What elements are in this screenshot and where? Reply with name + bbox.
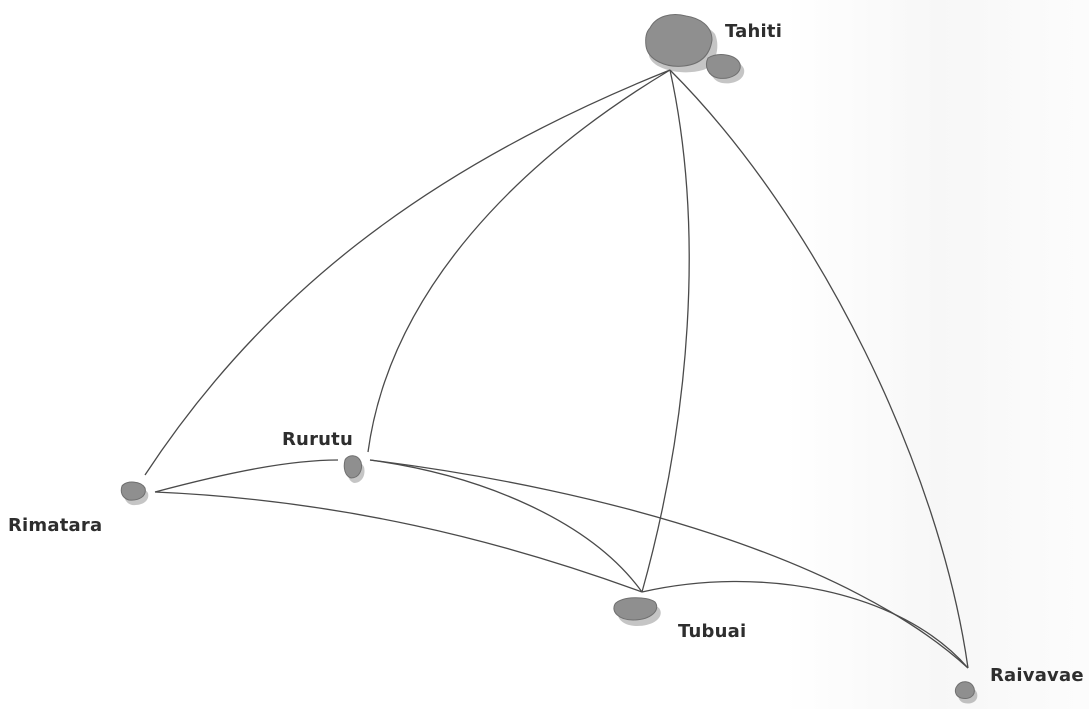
route-rurutu-raivavae [369,459,969,669]
label-tahiti: Tahiti [725,21,783,42]
route-rurutu-tubuai [369,459,643,593]
route-rimatara-rurutu [154,459,339,493]
label-rurutu: Rurutu [282,429,353,450]
island-tubuai [613,597,661,626]
label-raivavae: Raivavae [990,665,1084,686]
route-tubuai-raivavae [641,580,969,669]
island-raivavae [954,681,978,704]
route-tahiti-rimatara [144,69,671,476]
label-rimatara: Rimatara [8,515,103,536]
label-tubuai: Tubuai [678,621,747,642]
route-rimatara-tubuai [154,491,643,593]
island-rimatara [120,481,149,506]
route-lines [144,69,969,669]
route-tahiti-rurutu [367,69,671,453]
island-tahiti [645,14,745,84]
island-rurutu [343,455,365,483]
route-tahiti-raivavae [669,69,969,669]
route-tahiti-tubuai [641,69,690,593]
